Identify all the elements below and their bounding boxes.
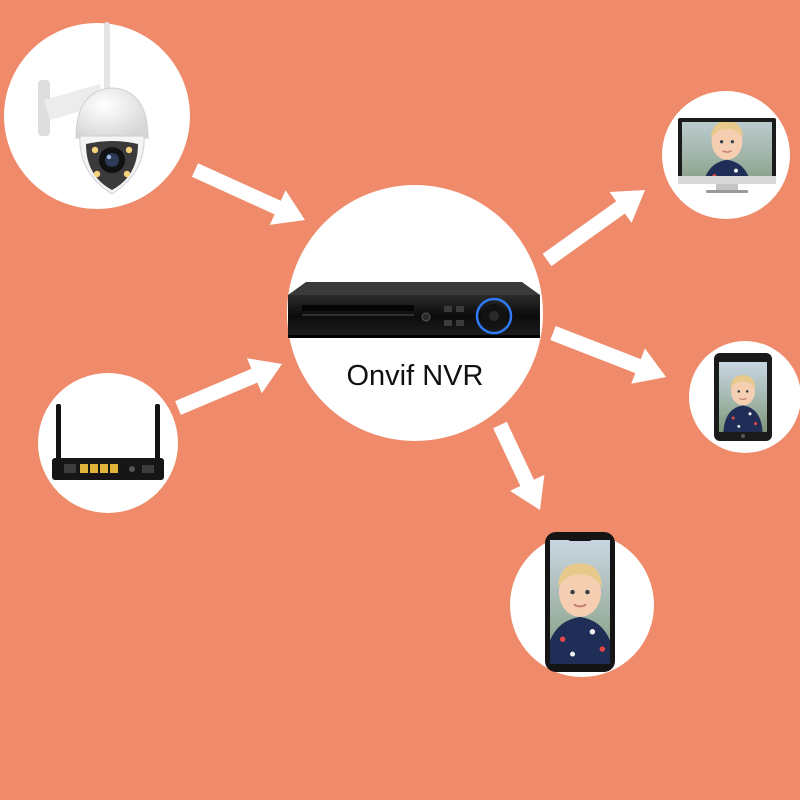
nvr-label: Onvif NVR — [347, 360, 484, 392]
phone-node — [510, 532, 654, 677]
arrow-nvr-to-phone — [493, 421, 545, 510]
desktop-monitor-icon — [678, 118, 776, 193]
nvr-recorder-icon — [288, 282, 540, 338]
tablet-node — [689, 341, 800, 453]
ptz-dome-camera-icon — [38, 22, 149, 195]
nvr-center-node: Onvif NVR — [287, 185, 543, 441]
arrow-camera-to-nvr — [191, 163, 305, 225]
flow-arrows — [175, 163, 666, 510]
camera-node — [4, 22, 190, 209]
monitor-node — [662, 91, 790, 219]
arrow-router-to-nvr — [175, 358, 282, 415]
arrow-nvr-to-tablet — [550, 326, 666, 384]
arrow-nvr-to-monitor — [542, 190, 645, 267]
router-node — [38, 373, 178, 513]
wifi-router-icon — [52, 404, 164, 480]
smartphone-icon — [545, 532, 615, 672]
tablet-icon — [714, 353, 772, 441]
